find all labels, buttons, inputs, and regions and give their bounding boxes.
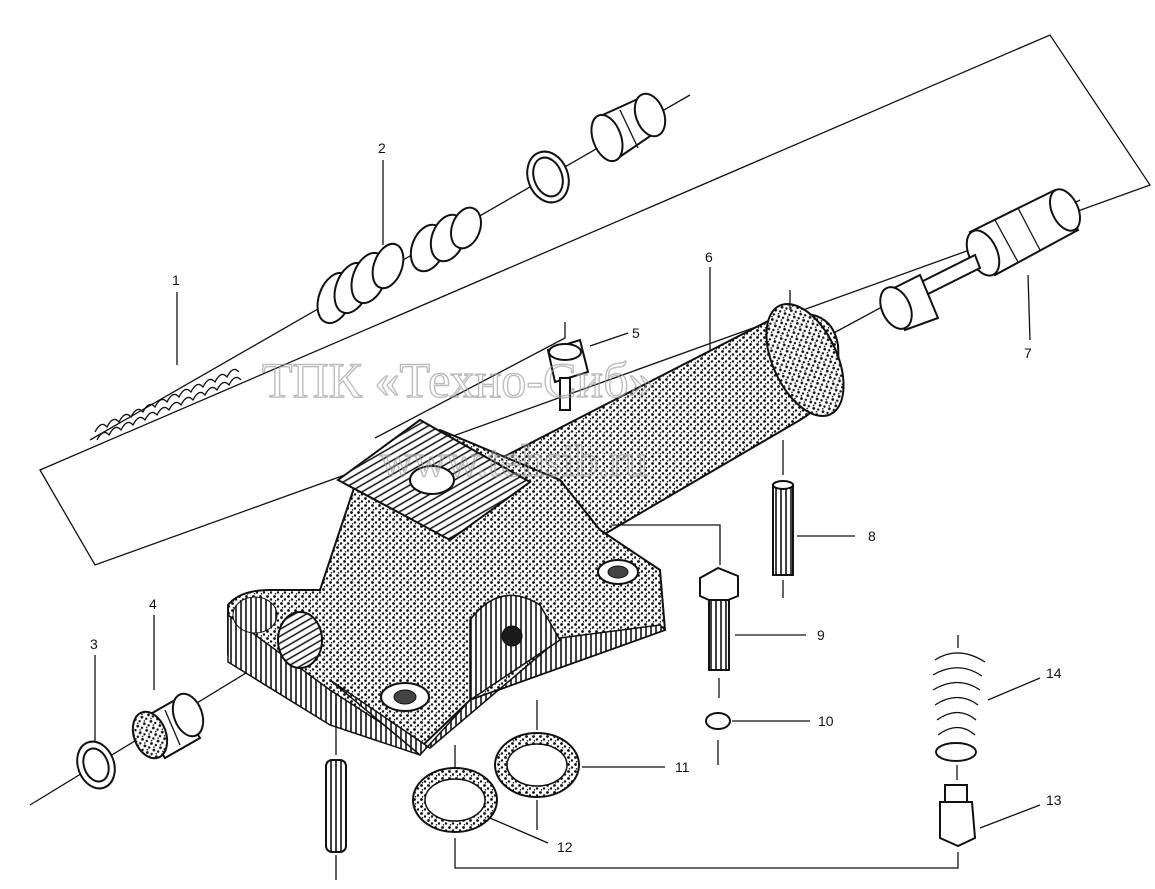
callout-12: 12 bbox=[557, 839, 573, 855]
callout-14: 14 bbox=[1046, 665, 1062, 681]
leader-14 bbox=[987, 677, 1041, 701]
callout-3: 3 bbox=[90, 636, 98, 652]
part-7-plunger bbox=[879, 188, 1082, 332]
part-6-housing bbox=[227, 302, 845, 757]
callout-2: 2 bbox=[378, 140, 386, 156]
part-5-bolt bbox=[546, 338, 590, 411]
callout-10: 10 bbox=[818, 713, 834, 729]
leader-7 bbox=[1027, 274, 1031, 341]
part-10-washer bbox=[705, 712, 731, 730]
seal-ring-upper-inner bbox=[532, 156, 564, 198]
callout-7: 7 bbox=[1024, 345, 1032, 361]
part-9-bolt bbox=[612, 524, 739, 698]
part-8-pin bbox=[772, 290, 794, 598]
part-1-spring bbox=[94, 368, 242, 441]
part-4-piston bbox=[131, 692, 205, 760]
part-13-fitting bbox=[939, 784, 977, 848]
callout-1: 1 bbox=[172, 272, 180, 288]
callout-5: 5 bbox=[632, 325, 640, 341]
upper-piston bbox=[590, 92, 667, 163]
callout-6: 6 bbox=[705, 249, 713, 265]
part-12-ring bbox=[412, 745, 498, 833]
leader-13 bbox=[979, 804, 1041, 829]
part-3-ring-inner bbox=[82, 747, 110, 783]
watermark-url: www.tehsib.ru bbox=[380, 435, 648, 486]
callout-4: 4 bbox=[149, 596, 157, 612]
dowel-pin-lower bbox=[325, 705, 347, 880]
watermark-company: ТПК «Техно-Сиб» bbox=[262, 352, 654, 408]
leader-5b bbox=[374, 322, 566, 439]
part-11-ring bbox=[494, 700, 580, 830]
part-2-spring-set bbox=[316, 206, 482, 325]
group-bracket-12-13 bbox=[454, 838, 959, 869]
callout-13: 13 bbox=[1046, 792, 1062, 808]
callout-11: 11 bbox=[675, 759, 690, 775]
callout-8: 8 bbox=[868, 528, 876, 544]
callout-9: 9 bbox=[817, 627, 825, 643]
leader-5 bbox=[589, 332, 629, 347]
assembly-frame bbox=[39, 34, 1152, 566]
leader-12 bbox=[489, 817, 549, 844]
part-14-spring bbox=[932, 635, 986, 780]
